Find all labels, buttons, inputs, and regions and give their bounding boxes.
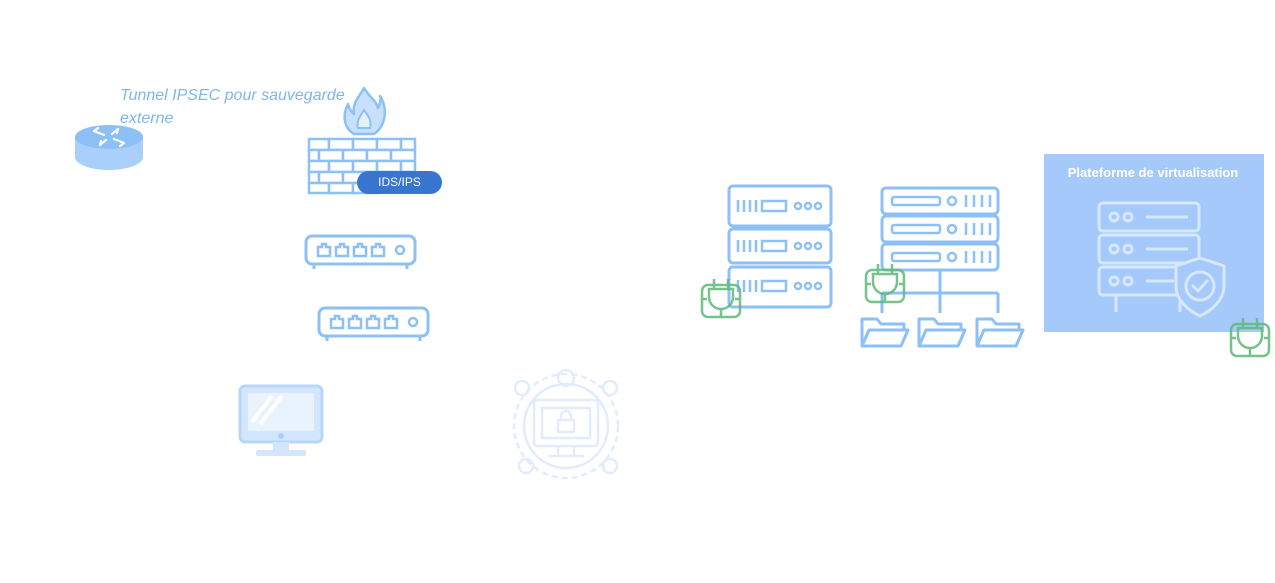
workstation-icon bbox=[238, 384, 324, 456]
switch-icon bbox=[317, 306, 430, 341]
tunnel-label: Tunnel IPSEC pour sauvegarde externe bbox=[120, 87, 345, 127]
fire-icon bbox=[343, 86, 387, 136]
file-server-icon bbox=[880, 186, 1000, 313]
switch-icon bbox=[304, 234, 417, 269]
router-icon bbox=[75, 125, 143, 170]
power-plug-icon bbox=[1229, 318, 1271, 358]
folder-icon bbox=[917, 317, 967, 348]
virtualization-platform-box bbox=[1044, 154, 1264, 332]
power-plug-icon bbox=[864, 264, 906, 304]
power-plug-icon bbox=[700, 279, 742, 319]
folder-icon bbox=[975, 317, 1025, 348]
virtualization-platform-title: Plateforme de virtualisation bbox=[1067, 165, 1239, 180]
security-monitor-icon bbox=[512, 368, 620, 480]
secure-server-icon bbox=[1097, 201, 1226, 318]
ids-ips-badge: IDS/IPS bbox=[357, 171, 442, 194]
folder-icon bbox=[860, 317, 910, 348]
